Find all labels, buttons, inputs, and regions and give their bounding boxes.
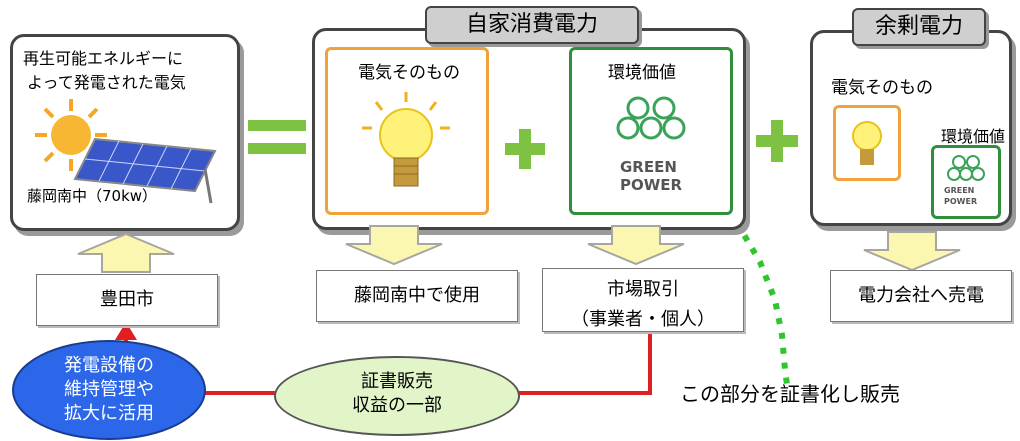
plus-sign-2 <box>756 120 798 162</box>
source-panel: 再生可能エネルギーに よって発電された電気 藤岡南中（70kw） <box>10 34 240 231</box>
certificate-line2: 収益の一部 <box>352 395 442 416</box>
surplus-panel: 電気そのもの 環境価値 GREEN POWER <box>810 30 1012 226</box>
market-line2: （事業者・個人） <box>571 309 715 330</box>
plus-sign <box>505 129 545 169</box>
surplus-logo-line1: GREEN <box>944 186 975 195</box>
utility-box: 電力会社へ売電 <box>830 270 1012 322</box>
city-box: 豊田市 <box>36 274 218 326</box>
source-caption: 藤岡南中（70kw） <box>27 187 158 205</box>
self-consumption-panel: 電気そのもの 環境価値 GREEN POWER <box>312 28 746 230</box>
self-env-label: 環境価値 <box>608 63 676 83</box>
self-electricity-label: 電気そのもの <box>358 63 460 83</box>
arrow-down-to-use <box>345 225 443 266</box>
green-power-logo-icon <box>947 155 985 181</box>
solar-panel-icon <box>73 137 217 204</box>
annotation-text: この部分を証書化し販売 <box>680 382 900 406</box>
surplus-electricity-label: 電気そのもの <box>831 78 933 98</box>
self-logo-line2: POWER <box>620 176 683 194</box>
red-arrow-head <box>115 322 137 340</box>
source-title-line2: よって発電された電気 <box>27 73 186 92</box>
self-consumption-tab: 自家消費電力 <box>425 6 639 44</box>
equals-sign <box>248 120 306 131</box>
green-power-logo-icon <box>616 96 686 140</box>
equals-sign-lower <box>248 143 306 154</box>
light-bulb-icon <box>852 121 882 165</box>
maintenance-line3: 拡大に活用 <box>64 403 154 424</box>
self-logo-line1: GREEN <box>620 158 677 176</box>
surplus-env-card: GREEN POWER <box>931 145 1001 219</box>
arrow-down-to-utility <box>863 231 961 272</box>
self-electricity-card: 電気そのもの <box>325 47 489 215</box>
maintenance-line2: 維持管理や <box>64 379 154 400</box>
certificate-oval: 証書販売 収益の一部 <box>274 356 520 436</box>
maintenance-oval: 発電設備の 維持管理や 拡大に活用 <box>12 340 206 440</box>
source-title-line1: 再生可能エネルギーに <box>23 49 184 68</box>
arrow-down-to-market <box>587 225 685 266</box>
surplus-tab: 余剰電力 <box>852 8 986 46</box>
certificate-line1: 証書販売 <box>361 371 433 392</box>
sun-icon <box>35 99 107 171</box>
arrow-up-to-source <box>77 232 175 273</box>
light-bulb-icon <box>362 92 450 187</box>
market-box: 市場取引 （事業者・個人） <box>542 268 744 332</box>
use-box: 藤岡南中で使用 <box>316 270 518 322</box>
maintenance-line1: 発電設備の <box>64 355 154 376</box>
surplus-env-label: 環境価値 <box>941 127 1006 146</box>
surplus-electricity-card <box>833 105 901 181</box>
market-line1: 市場取引 <box>607 279 679 300</box>
surplus-logo-line2: POWER <box>944 197 978 206</box>
self-env-card: 環境価値 GREEN POWER <box>569 47 733 215</box>
